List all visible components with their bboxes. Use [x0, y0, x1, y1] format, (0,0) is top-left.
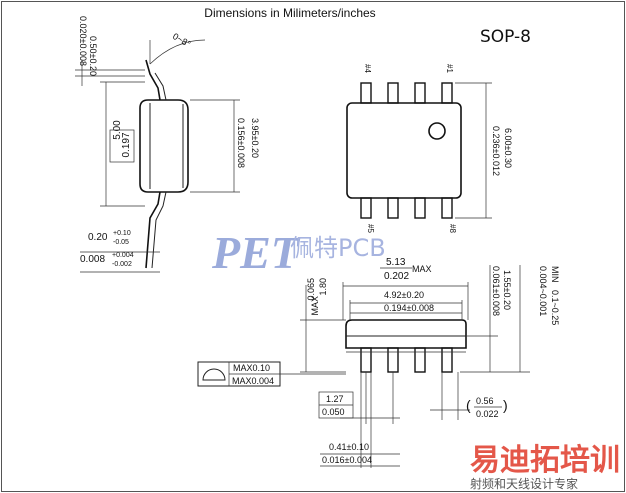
pin1-marker	[428, 122, 446, 140]
lead-mm: 0.41±0.10	[329, 442, 369, 452]
front-leads	[360, 347, 453, 373]
pitch-mm: 1.27	[326, 394, 344, 404]
lead-width-mm-tol-plus: +0.10	[113, 230, 131, 237]
lead-width-in-tol-plus: +0.004	[112, 252, 134, 259]
pin-6	[387, 197, 399, 219]
front-view: 5.13 0.202 MAX 4.92±0.20 0.194±0.008 1.8…	[197, 257, 560, 468]
lead-in: 0.016±0.004	[322, 455, 372, 465]
pin-7	[414, 197, 426, 219]
lead-thk-mm: 0.50±0.20	[88, 36, 98, 76]
lead-width-in: 0.008	[80, 254, 105, 265]
angle-arc	[149, 39, 206, 65]
side-bottom-lead-inner	[151, 191, 167, 269]
pin-1	[441, 82, 453, 104]
front-body	[345, 319, 467, 349]
side-view: 0.50±0.20 0.020±0.008 5.00 0.197 3.95±0.…	[75, 16, 260, 273]
side-bottom-lead	[145, 191, 161, 269]
len-max-mm: 5.13	[386, 257, 406, 268]
body-len-mm: 4.92±0.20	[384, 290, 424, 300]
bottom-pins	[360, 197, 453, 219]
side-top-lead	[145, 59, 161, 101]
lead-width-in-tol-minus: -0.002	[112, 261, 132, 268]
pin8-label: #8	[448, 224, 457, 233]
package-name: SOP-8	[480, 27, 531, 47]
top-body	[346, 102, 462, 199]
pad-in: 0.022	[476, 409, 499, 419]
pad-paren-close: )	[503, 397, 508, 413]
side-body	[139, 99, 189, 193]
watermark-site-cn: 易迪拓培训	[470, 443, 620, 478]
pad-mm: 0.56	[476, 396, 494, 406]
watermark-site: 易迪拓培训 射频和天线设计专家	[470, 443, 620, 491]
height-in: 0.065	[306, 278, 316, 301]
body-width-box	[109, 129, 135, 163]
len-max-in: 0.202	[384, 271, 409, 282]
watermark-site-sub: 射频和天线设计专家	[470, 476, 578, 491]
pin-5	[360, 197, 372, 219]
flatness-symbol-icon	[202, 368, 226, 381]
len-max-label: MAX	[412, 264, 432, 274]
pin4-label: #4	[363, 64, 372, 73]
watermark-brand-cn: 佩特PCB	[290, 234, 386, 262]
span-in: 0.236±0.012	[491, 126, 501, 176]
pin-4	[360, 82, 372, 104]
lead-thk-in: 0.020±0.008	[78, 16, 88, 66]
lead-width-mm-tol-minus: -0.05	[113, 239, 129, 246]
watermark-brand-latin: PET	[211, 227, 301, 278]
front-lead-2	[387, 347, 399, 373]
pin1-label: #1	[445, 64, 454, 73]
flatness-in: MAX0.004	[232, 376, 274, 386]
height-mm: 1.80	[318, 278, 328, 296]
body-len-in: 0.194±0.008	[384, 303, 434, 313]
pin-8	[441, 197, 453, 219]
span-mm: 6.00±0.30	[503, 128, 513, 168]
top-pins	[360, 82, 453, 104]
pin5-label: #5	[366, 224, 375, 233]
front-lead-1	[360, 347, 372, 373]
pin-2	[414, 82, 426, 104]
h2-mm: 1.55±0.20	[502, 270, 512, 310]
body-width-in: 0.197	[121, 132, 132, 157]
body-width2-in: 0.156±0.008	[236, 118, 246, 168]
front-lead-4	[441, 347, 453, 373]
standoff-in: 0.004~0.001	[538, 266, 548, 316]
standoff-mm: 0.1~0.25	[550, 290, 560, 325]
top-view: #4 #1 #5 #8 6.00±0.30 0.236±0.012	[346, 64, 513, 233]
front-lead-3	[414, 347, 426, 373]
standoff-min: MIN	[550, 266, 560, 283]
pad-paren-open: (	[466, 397, 471, 413]
drawing-title: Dimensions in Milimeters/inches	[204, 6, 375, 20]
side-top-lead-inner	[154, 72, 167, 101]
flatness-mm: MAX0.10	[233, 363, 270, 373]
h2-in: 0.061±0.008	[491, 266, 501, 316]
pin-3	[387, 82, 399, 104]
body-width2-mm: 3.95±0.20	[250, 118, 260, 158]
pitch-in: 0.050	[322, 407, 345, 417]
watermark-pet: PET 佩特PCB	[211, 227, 386, 278]
lead-width-mm: 0.20	[88, 232, 108, 243]
height-max: MAX	[310, 296, 320, 316]
